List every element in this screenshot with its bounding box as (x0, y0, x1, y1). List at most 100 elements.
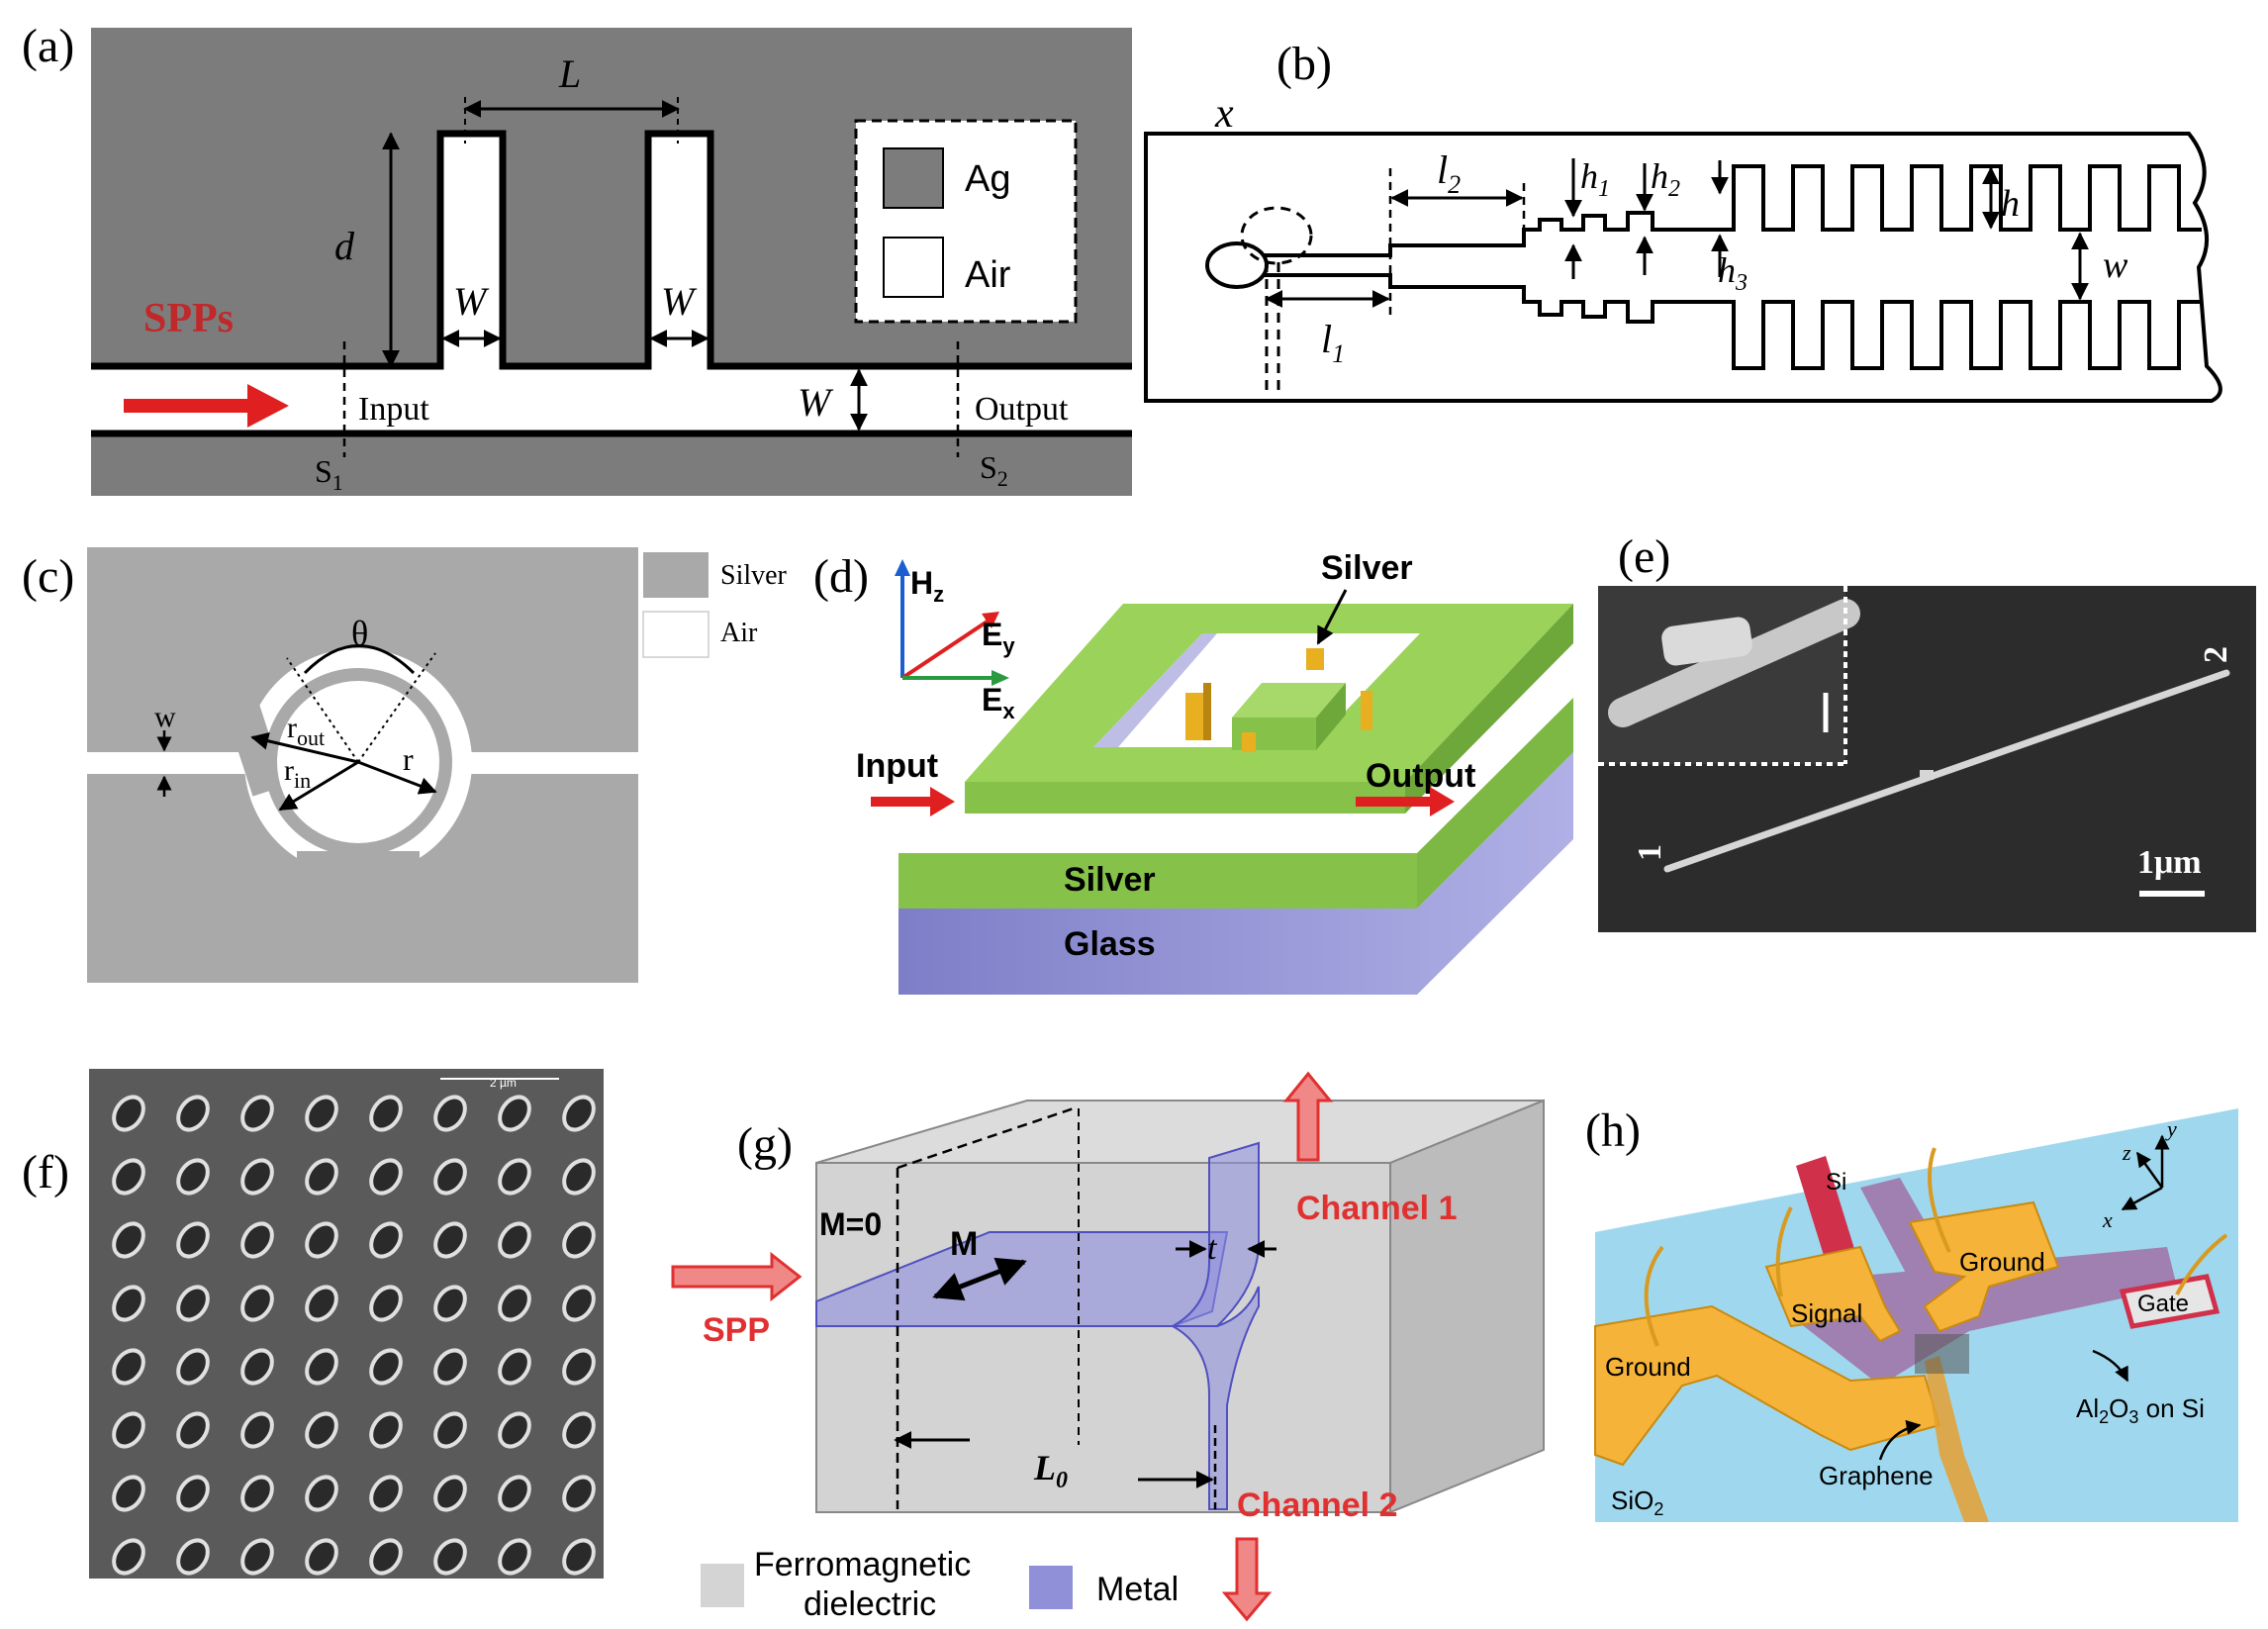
ellipse-hole (562, 1411, 596, 1449)
ellipse-hole (433, 1221, 467, 1259)
label-theta: θ (351, 614, 368, 653)
ellipse-hole (112, 1348, 145, 1386)
ellipse-hole (369, 1095, 403, 1132)
ellipse-hole (305, 1348, 338, 1386)
ellipse-hole (498, 1411, 531, 1449)
label-input-a: Input (358, 391, 429, 428)
ellipse-hole (433, 1475, 467, 1512)
label-m0: M=0 (819, 1206, 882, 1242)
panel-b: (b) x l1 l2 h1 h2 h3 h w (1144, 38, 2222, 403)
ellipse-hole (305, 1285, 338, 1322)
metal-channel-2 (1172, 1286, 1260, 1510)
ellipse-hole (498, 1348, 531, 1386)
label-ex: Ex (982, 682, 1015, 723)
input-loop-b (1205, 241, 1269, 289)
ellipse-hole (369, 1538, 403, 1576)
ellipse-hole (433, 1411, 467, 1449)
panel-c-label: (c) (22, 550, 74, 603)
ellipse-hole (433, 1158, 467, 1196)
ellipse-hole (112, 1285, 145, 1322)
label-W-slot1: W (453, 279, 490, 324)
ellipse-hole (112, 1411, 145, 1449)
label-channel-1: Channel 1 (1296, 1190, 1457, 1227)
ellipse-hole (562, 1221, 596, 1259)
ellipse-hole (305, 1475, 338, 1512)
legend-silver: Silver (720, 560, 788, 591)
panel-f-label: (f) (22, 1146, 69, 1198)
panel-d-label: (d) (813, 550, 869, 603)
axis-z: z (2122, 1140, 2131, 1165)
metal-channel-1 (1172, 1141, 1260, 1327)
pillar-top (1306, 648, 1324, 670)
label-spp: SPP (703, 1311, 770, 1349)
label-w-b: w (2103, 244, 2128, 286)
panel-e: (e) 1 2 1μm (1598, 530, 2256, 932)
gate-pad (2119, 1274, 2221, 1329)
ellipse-hole (112, 1475, 145, 1512)
panel-b-label: (b) (1276, 38, 1332, 90)
ellipse-hole (305, 1158, 338, 1196)
panel-g-label: (g) (737, 1118, 793, 1171)
label-si: Si (1826, 1169, 1846, 1196)
al2o3-strip (1791, 1247, 2177, 1386)
slot-2 (648, 134, 710, 367)
label-r: r (403, 741, 414, 777)
ellipse-hole (369, 1158, 403, 1196)
label-ey: Ey (982, 617, 1015, 658)
ellipse-hole (176, 1538, 210, 1576)
ag-bottom-block (91, 433, 1132, 496)
ellipse-hole (498, 1221, 531, 1259)
label-h: h (2001, 183, 2020, 225)
waveguide-top-edge (1262, 164, 2202, 257)
legend-dielectric-2: dielectric (803, 1585, 936, 1623)
label-scale-f: 2 µm (490, 1076, 517, 1090)
ellipse-hole (433, 1095, 467, 1132)
input-arrow-a (124, 384, 289, 428)
label-s2: S2 (980, 449, 1008, 491)
label-signal: Signal (1791, 1298, 1862, 1328)
label-ground-left: Ground (1605, 1352, 1691, 1382)
label-output-a: Output (975, 391, 1069, 428)
slot-1 (440, 134, 503, 367)
ellipse-hole (498, 1475, 531, 1512)
label-s1: S1 (315, 453, 343, 495)
ey-axis (900, 617, 993, 680)
label-h3: h3 (1718, 250, 1748, 296)
label-gate: Gate (2137, 1291, 2189, 1317)
ellipse-hole (369, 1411, 403, 1449)
ellipse-hole (305, 1538, 338, 1576)
ellipse-hole (562, 1348, 596, 1386)
ellipse-hole (369, 1285, 403, 1322)
ellipse-hole (562, 1095, 596, 1132)
label-x: x (1214, 91, 1234, 137)
legend-dielectric-1: Ferromagnetic (754, 1546, 971, 1583)
ellipse-hole (176, 1411, 210, 1449)
panel-d: (d) Hz Ey Ex Silver Input (813, 549, 1573, 995)
pillar-1 (1185, 693, 1203, 740)
ellipse-hole (562, 1538, 596, 1576)
ellipse-hole (369, 1348, 403, 1386)
label-d: d (334, 224, 355, 268)
ellipse-hole (498, 1285, 531, 1322)
ellipse-hole (176, 1285, 210, 1322)
ellipse-hole (240, 1348, 274, 1386)
label-l2: l2 (1437, 147, 1461, 199)
label-end-2: 2 (2198, 646, 2234, 663)
ellipse-hole (369, 1221, 403, 1259)
ellipse-array (112, 1095, 596, 1576)
label-l1: l1 (1321, 317, 1345, 368)
panel-c: (c) θ rout rin r w Silver Air (22, 547, 788, 983)
ground-pad-right (1908, 1200, 2060, 1333)
spp-arrow (671, 1251, 803, 1302)
panel-g: (g) M=0 M t Channel 1 Channel 2 SPP L0 (671, 1071, 1545, 1623)
ellipse-hole (176, 1348, 210, 1386)
panel-h-label: (h) (1585, 1104, 1641, 1157)
axis-x: x (2102, 1207, 2113, 1232)
label-ground-right: Ground (1959, 1247, 2045, 1277)
ellipse-hole (112, 1095, 145, 1132)
channel-1-arrow (1282, 1071, 1334, 1162)
label-channel-2: Channel 2 (1237, 1486, 1397, 1524)
label-L: L (558, 51, 581, 96)
ellipse-hole (562, 1285, 596, 1322)
waveguide-bottom-edge (1262, 273, 2202, 370)
